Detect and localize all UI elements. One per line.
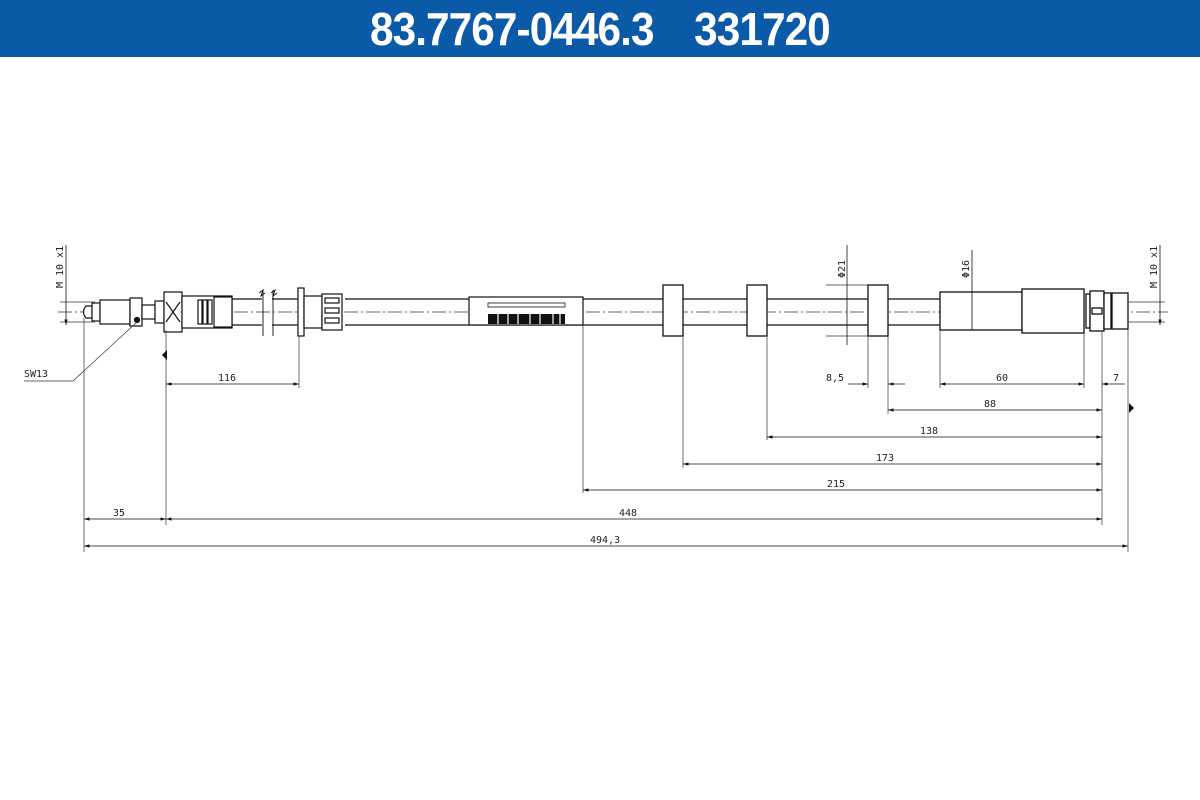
banner-title: 83.7767-0446.3 331720 [350,2,850,56]
extension-lines [60,284,1165,552]
wrench-size-label: SW13 [24,369,48,380]
part-number: 83.7767-0446.3 [370,2,655,55]
sw13-leader [24,321,138,382]
dim-88: 88 [984,399,996,410]
diameter-16-label: Φ16 [961,260,972,278]
section-marker-left [162,350,167,360]
dim-173: 173 [876,453,894,464]
label-sleeve [468,296,584,326]
diameter-21-label: Φ21 [837,260,848,278]
dim-494-3: 494,3 [590,535,620,546]
dim-215: 215 [827,479,845,490]
thread-left-label: M 10 x1 [55,246,66,288]
dim-448: 448 [619,508,637,519]
right-fitting [939,288,1129,334]
title-banner: 83.7767-0446.3 331720 [0,0,1200,57]
thread-right-label: M 10 x1 [1149,246,1160,288]
dim-8-5: 8,5 [826,373,844,384]
dim-35: 35 [113,508,125,519]
middle-flange [297,287,343,337]
left-fitting [82,291,233,333]
dimension-labels: 116 8,5 60 7 88 138 173 215 35 448 494,3 [113,373,1119,546]
break-marks [258,288,278,336]
dim-7: 7 [1113,373,1119,384]
section-marker-right [1129,403,1134,413]
dim-116: 116 [218,373,236,384]
dim-60: 60 [996,373,1008,384]
reference-number: 331720 [694,2,831,55]
dim-138: 138 [920,426,938,437]
hose-clamps [662,284,889,337]
hose-body [232,298,940,326]
